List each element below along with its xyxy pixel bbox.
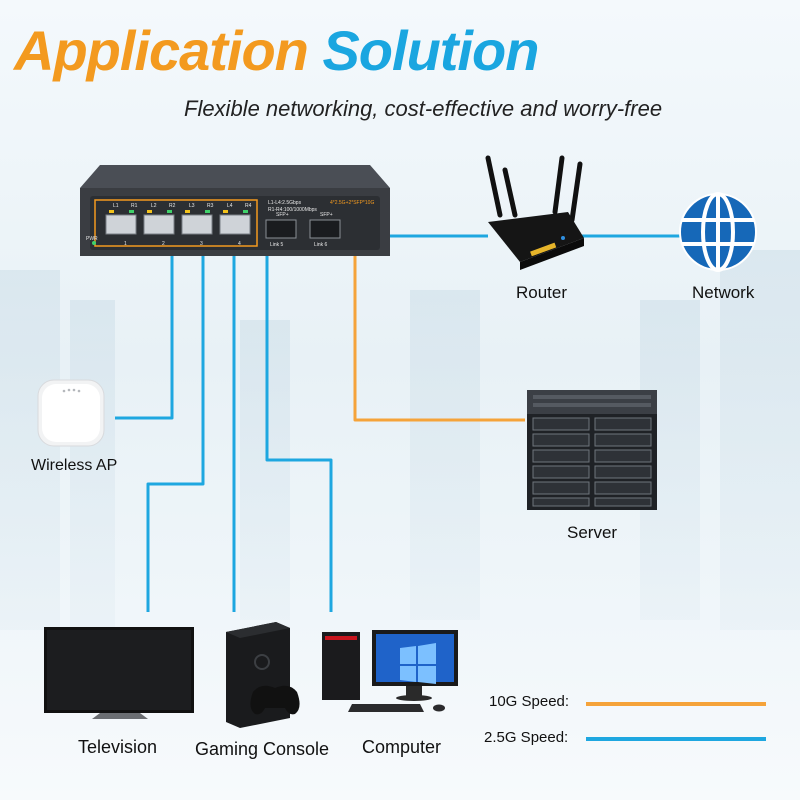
spec-line: R1-R4:100/1000Mbps — [268, 207, 317, 213]
port-label: R2 — [169, 203, 176, 209]
gaming-console-icon — [226, 622, 300, 728]
television-icon — [44, 627, 194, 719]
port-number: 4 — [238, 241, 241, 247]
computer-icon — [322, 630, 458, 712]
legend-2-5g-line — [586, 737, 766, 741]
sfp-link: Link 5 — [270, 242, 284, 248]
port-label: L2 — [151, 203, 157, 209]
port-label: R1 — [131, 203, 138, 209]
page-title: Application Solution — [14, 18, 539, 83]
network-label: Network — [692, 283, 755, 302]
port-label: R3 — [207, 203, 214, 209]
pwr-label: PWR — [86, 236, 98, 242]
television-label: Television — [78, 737, 158, 757]
background-building — [410, 290, 480, 620]
port-label: L1 — [113, 203, 119, 209]
subtitle: Flexible networking, cost-effective and … — [184, 96, 663, 121]
background-building — [720, 250, 800, 630]
link-wireless-ap — [115, 256, 174, 420]
router-icon — [485, 155, 584, 270]
background-building — [240, 320, 290, 620]
legend-10g-line — [586, 702, 766, 706]
port-number: 1 — [124, 241, 127, 247]
wireless-ap-label: Wireless AP — [31, 457, 118, 474]
wireless-ap-icon — [37, 379, 105, 447]
computer-label: Computer — [362, 737, 442, 757]
legend-2-5g-label: 2.5G Speed: — [484, 729, 569, 746]
link-computer — [265, 256, 333, 612]
link-server — [353, 256, 525, 422]
server-icon — [527, 390, 657, 510]
legend-10g-label: 10G Speed: — [489, 693, 570, 710]
sfp-label: SFP+ — [276, 212, 289, 218]
server-label: Server — [567, 523, 618, 542]
router-label: Router — [516, 283, 568, 302]
port-label: L3 — [189, 203, 195, 209]
background-building — [0, 270, 60, 630]
port-number: 2 — [162, 241, 165, 247]
sfp-spec: 4*2.5G+2*SFP*10G — [330, 200, 374, 206]
spec-line: L1-L4:2.5Gbps — [268, 200, 302, 206]
port-number: 3 — [200, 241, 203, 247]
title-part2: Solution — [322, 19, 539, 82]
sfp-link: Link 6 — [314, 242, 328, 248]
gaming-console-label: Gaming Console — [195, 739, 330, 759]
network-switch: L1 R1 L2 R2 L3 R3 L4 R4 1 2 3 4 PWR L1-L… — [80, 165, 390, 256]
port-label: R4 — [245, 203, 252, 209]
globe-icon — [679, 192, 757, 272]
port-label: L4 — [227, 203, 233, 209]
background-building — [70, 300, 115, 630]
title-part1: Application — [14, 19, 309, 82]
link-television — [146, 256, 205, 612]
sfp-label: SFP+ — [320, 212, 333, 218]
